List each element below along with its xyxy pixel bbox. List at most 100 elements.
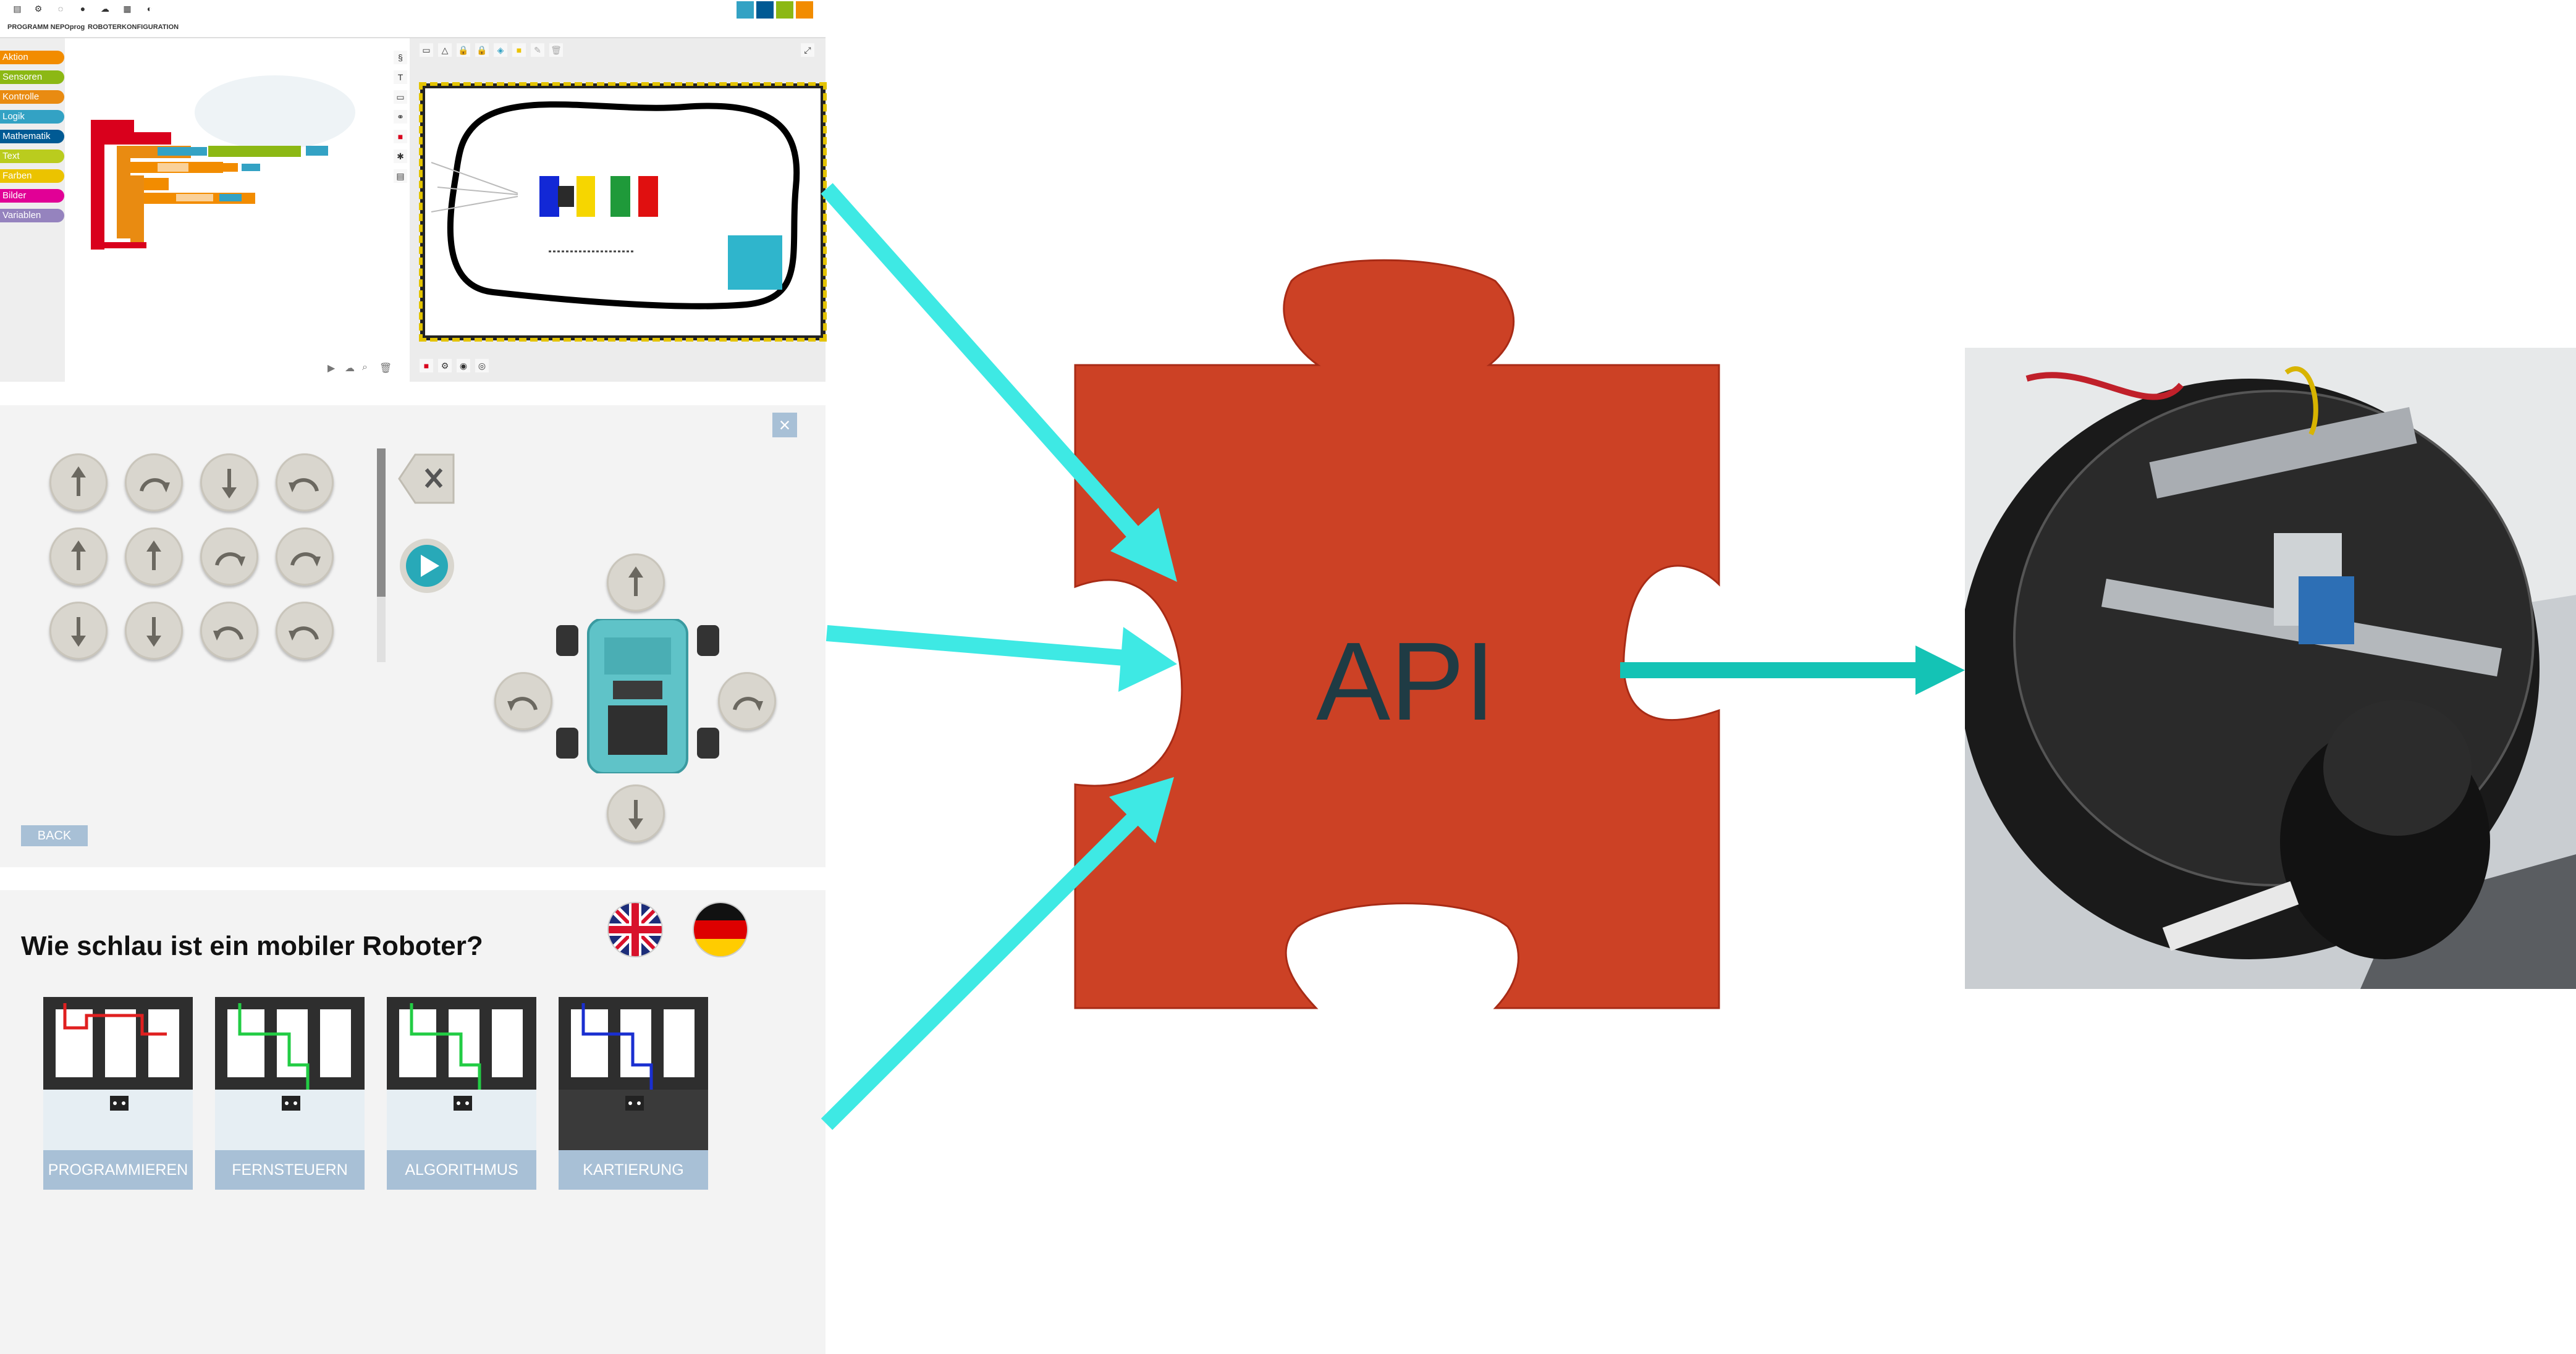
trash-icon[interactable]: 🗑	[379, 363, 392, 374]
scrollbar-thumb[interactable]	[377, 448, 386, 597]
mode-selection-panel: Wie schlau ist ein mobiler Roboter?	[0, 890, 826, 1354]
logo-block-2	[756, 1, 774, 19]
cloud-icon[interactable]: ☁	[101, 4, 109, 14]
program-step-button[interactable]	[49, 528, 108, 586]
location-icon[interactable]: ◎	[475, 359, 489, 372]
robot-rotate-left-button[interactable]	[494, 672, 552, 730]
program-step-button[interactable]	[276, 528, 334, 586]
robot-control-icon[interactable]: ⚙	[438, 359, 452, 372]
program-step-button[interactable]	[125, 528, 183, 586]
ide-tab-bar: PROGRAMM NEPOprog ROBOTERKONFIGURATION	[0, 19, 826, 38]
play-icon	[400, 539, 454, 593]
mode-card-row: PROGRAMMIEREN FERNSTEUERN ALGORITHMUS KARTI…	[0, 890, 826, 1354]
arrow-down-icon	[71, 617, 86, 647]
arrow-down-icon	[628, 800, 643, 830]
program-step-button[interactable]	[49, 602, 108, 660]
robot-backward-button[interactable]	[607, 784, 665, 843]
category-text[interactable]: Text	[0, 149, 64, 163]
category-sensoren[interactable]: Sensoren	[0, 70, 64, 84]
block-workspace[interactable]: ▶ ☁ ⌕ 🗑	[65, 38, 408, 382]
input-arrow-remote	[826, 625, 1177, 692]
menu-icon[interactable]: ▤	[13, 4, 22, 14]
user-icon[interactable]: ●	[80, 4, 86, 14]
code-icon[interactable]: §	[394, 51, 407, 64]
category-kontrolle[interactable]: Kontrolle	[0, 90, 64, 104]
mode-illustration	[559, 997, 708, 1150]
robot-rotate-right-button[interactable]	[718, 672, 776, 730]
simulation-bottom-bar: ■ ⚙ ◉ ◎	[410, 354, 826, 379]
lock-2-icon[interactable]: 🔒	[475, 43, 489, 57]
color-icon[interactable]: ■	[512, 43, 526, 57]
back-button[interactable]: BACK	[21, 825, 88, 846]
english-flag-icon	[607, 902, 663, 957]
eye-icon[interactable]: ⚭	[394, 110, 407, 124]
language-icon[interactable]: ◐	[146, 4, 153, 14]
german-flag-button[interactable]	[692, 901, 749, 958]
robot-icon[interactable]: ⚙	[34, 4, 43, 14]
record-icon[interactable]: ■	[394, 130, 407, 143]
remote-control-panel: × BACK	[0, 405, 826, 867]
stop-icon[interactable]: ■	[420, 359, 433, 372]
mode-card-fernsteuern[interactable]: FERNSTEUERN	[215, 997, 365, 1190]
lock-icon[interactable]: 🔒	[457, 43, 470, 57]
category-logik[interactable]: Logik	[0, 110, 64, 124]
lightbulb-icon[interactable]: ◌	[57, 4, 64, 14]
text-icon[interactable]: T	[394, 70, 407, 84]
program-step-button[interactable]	[200, 528, 258, 586]
pen-icon[interactable]: ✎	[531, 43, 544, 57]
category-bilder[interactable]: Bilder	[0, 189, 64, 203]
robot-forward-button[interactable]	[607, 553, 665, 612]
category-variablen[interactable]: Variablen	[0, 209, 64, 222]
robot-view-icon[interactable]: ▭	[394, 90, 407, 104]
rotate-left-icon	[507, 697, 538, 711]
mode-card-kartierung[interactable]: KARTIERUNG	[559, 997, 708, 1190]
fullscreen-icon[interactable]: ⤢	[801, 43, 814, 57]
play-button[interactable]	[399, 537, 455, 594]
input-arrow-modes	[821, 777, 1174, 1130]
cube-icon[interactable]: ◈	[494, 43, 507, 57]
image-icon[interactable]: ▭	[420, 43, 433, 57]
program-step-button[interactable]	[200, 602, 258, 660]
sound-icon[interactable]: ◉	[457, 359, 470, 372]
mode-illustration	[387, 997, 536, 1150]
backspace-button[interactable]	[397, 451, 456, 507]
tab-program[interactable]: PROGRAMM NEPOprog	[7, 23, 85, 31]
mode-label: ALGORITHMUS	[387, 1150, 536, 1190]
simulation-field[interactable]	[419, 82, 827, 342]
tab-robot-configuration[interactable]: ROBOTERKONFIGURATION	[88, 23, 179, 31]
program-step-button[interactable]	[125, 453, 183, 511]
program-step-button[interactable]	[125, 602, 183, 660]
arrow-down-icon	[222, 469, 237, 498]
program-step-button[interactable]	[276, 453, 334, 511]
mobile-robot-image	[1965, 348, 2576, 989]
settings-icon[interactable]: ✱	[394, 149, 407, 163]
obstacle-icon[interactable]: △	[438, 43, 452, 57]
category-farben[interactable]: Farben	[0, 169, 64, 183]
close-button[interactable]: ×	[772, 413, 797, 437]
play-icon[interactable]: ▶	[327, 363, 336, 374]
input-arrow-ide	[821, 183, 1177, 582]
rotate-left-icon	[289, 478, 319, 492]
category-aktion[interactable]: Aktion	[0, 51, 64, 64]
mode-card-programmieren[interactable]: PROGRAMMIEREN	[43, 997, 193, 1190]
rotate-right-icon	[290, 552, 321, 566]
robot-photo	[1965, 348, 2576, 989]
gallery-icon[interactable]: ▦	[123, 4, 132, 14]
mode-card-algorithmus[interactable]: ALGORITHMUS	[387, 997, 536, 1190]
cloud-save-icon[interactable]: ☁	[345, 363, 355, 374]
program-step-button[interactable]	[200, 453, 258, 511]
app-logo	[734, 1, 821, 19]
rotate-left-icon	[289, 626, 319, 641]
layers-icon[interactable]: ▤	[394, 169, 407, 183]
scrollbar[interactable]	[377, 448, 386, 662]
ide-top-bar: ▤ ⚙ ◌ ● ☁ ▦ ◐	[0, 0, 826, 19]
mode-label: FERNSTEUERN	[215, 1150, 365, 1190]
rotate-left-icon	[213, 626, 243, 641]
program-step-button[interactable]	[276, 602, 334, 660]
arrow-down-icon	[146, 617, 161, 647]
program-step-button[interactable]	[49, 453, 108, 511]
english-flag-button[interactable]	[607, 901, 664, 958]
delete-icon[interactable]: 🗑	[549, 43, 563, 57]
category-mathematik[interactable]: Mathematik	[0, 130, 64, 143]
zoom-icon[interactable]: ⌕	[362, 362, 368, 372]
